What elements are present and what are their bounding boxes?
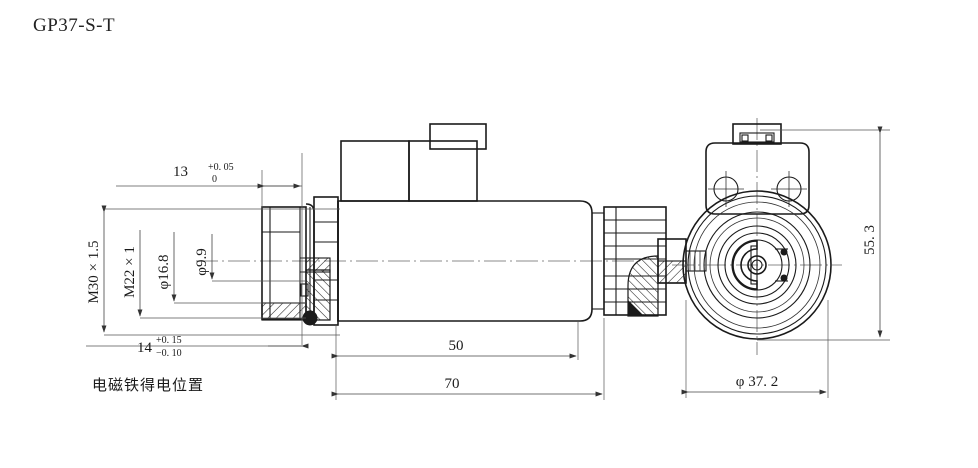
dim-13-tol-upper: +0. 05 [208, 162, 234, 173]
circle-r63 [693, 201, 821, 329]
pin-mark-lower [780, 274, 788, 282]
side-section-view [196, 123, 707, 326]
page-title: GP37-S-T [33, 15, 116, 36]
bolt-hole-right [771, 171, 807, 207]
circle-r47 [709, 217, 805, 313]
cap-chamfer [628, 300, 644, 316]
dim-m22-label: M22 × 1 [122, 246, 138, 298]
dim-13-tol-lower: 0 [212, 174, 217, 185]
dim-372-label: φ 37. 2 [736, 374, 778, 390]
circle-r32 [724, 232, 790, 298]
terminal-box-right [408, 140, 478, 202]
dim-14-base: 14 [137, 340, 153, 356]
drawing-caption: 电磁铁得电位置 [92, 376, 204, 394]
dim-70-label: 70 [445, 376, 460, 392]
connector-block [705, 142, 810, 215]
bolt-hole-left [708, 171, 744, 207]
dim-d99-label: φ9.9 [194, 248, 210, 275]
threaded-stem [685, 250, 707, 272]
dim-553-label: 55. 3 [862, 225, 878, 255]
dimension-group-right: 55. 3 φ 37. 2 [681, 126, 890, 398]
terminal-box-left [340, 140, 410, 202]
front-end-view [672, 118, 842, 355]
pin-mark-upper [780, 248, 788, 256]
connector-tab [732, 123, 782, 145]
dim-14-tol-upper: +0. 15 [156, 335, 182, 346]
dimension-group-left: 13 +0. 05 0 14 +0. 15 −0. 10 电磁铁得电位置 M30… [86, 153, 605, 400]
dim-m30-label: M30 × 1.5 [86, 240, 102, 303]
circle-r25 [731, 239, 783, 291]
section-hatch-seat [305, 257, 331, 273]
outer-circle [682, 190, 832, 340]
section-hatch-sleeve [261, 302, 307, 321]
dim-13-base: 13 [173, 164, 188, 180]
terminal-cap [429, 123, 487, 150]
center-hub [747, 255, 767, 275]
connector-tab-inner [739, 132, 775, 143]
circle-r69 [687, 195, 827, 335]
section-hatch-cap [627, 255, 659, 317]
section-hatch-nut [657, 260, 687, 284]
dim-50-label: 50 [449, 338, 464, 354]
keyway-slot [732, 240, 758, 290]
circle-r39 [717, 225, 797, 305]
connector-pin-right [765, 134, 773, 142]
dim-14-tol-lower: −0. 10 [156, 348, 182, 359]
thread-sleeve-m30 [261, 206, 307, 320]
pin-detail [300, 283, 309, 297]
keyway-channel [750, 245, 758, 285]
circle-r53 [703, 211, 811, 319]
center-hole [751, 259, 763, 271]
dim-d168-label: φ16.8 [156, 255, 172, 290]
connector-pin-left [741, 134, 749, 142]
